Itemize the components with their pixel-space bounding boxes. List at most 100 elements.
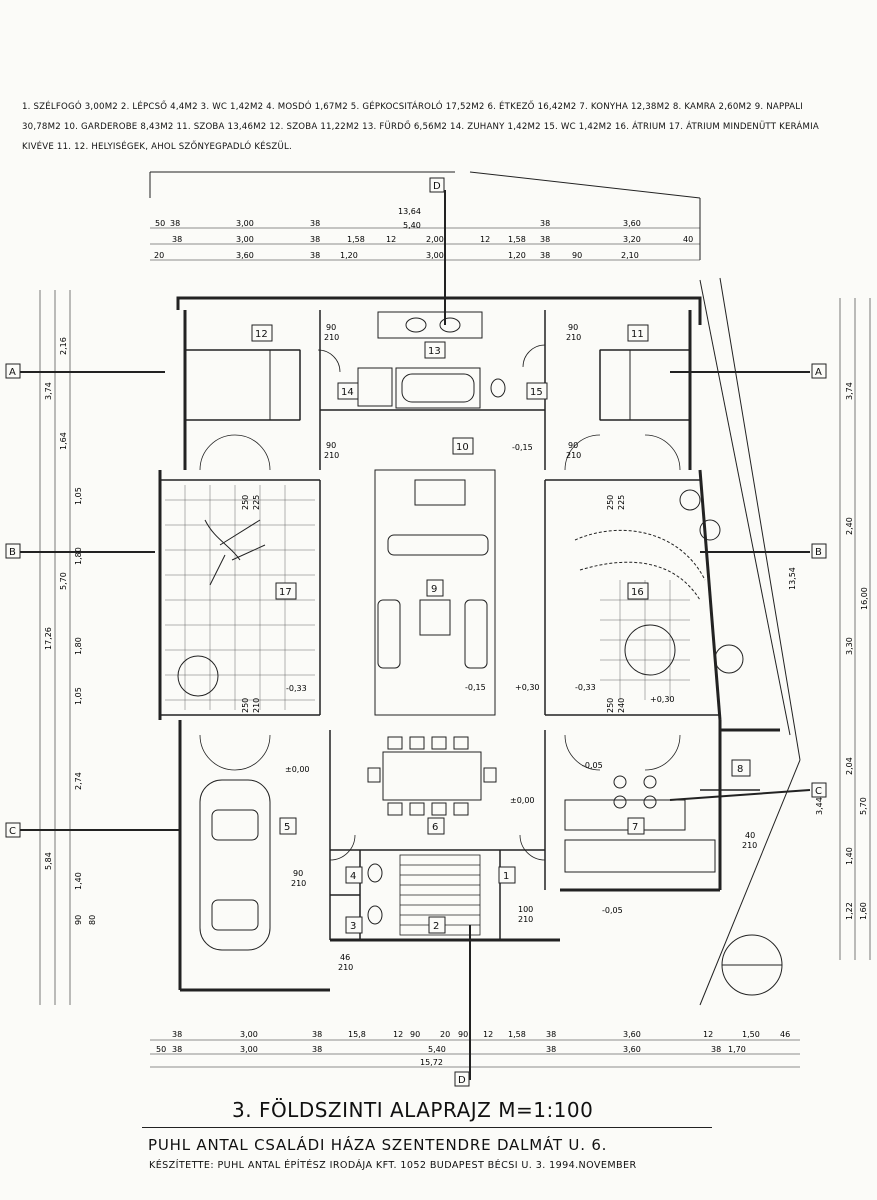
dim-top-r2: 1,58 xyxy=(508,235,526,244)
door-mark: 90 xyxy=(568,441,578,450)
dim-left: 1,05 xyxy=(74,687,83,705)
car xyxy=(199,779,271,951)
legend-line-1: 1. SZÉLFOGÓ 3,00M2 2. LÉPCSŐ 4,4M2 3. WC… xyxy=(22,102,803,112)
dim-left: 1,64 xyxy=(59,432,68,450)
wardrobe-11 xyxy=(599,349,631,421)
dim-bottom-r2: 50 xyxy=(156,1045,166,1054)
dim-left: 80 xyxy=(88,915,97,925)
dim-top-r2: 38 xyxy=(172,235,182,244)
dim-right: 1,22 xyxy=(845,902,854,920)
door-mark: 210 xyxy=(566,333,581,342)
drawing-title: 3. FÖLDSZINTI ALAPRAJZ M=1:100 xyxy=(232,1098,594,1122)
door-mark: 210 xyxy=(252,698,261,713)
dining-chairs xyxy=(367,736,497,816)
section-markers xyxy=(5,177,827,1087)
washbasin-left xyxy=(405,317,427,333)
tree-17 xyxy=(204,519,266,586)
dim-top-r3: 1,20 xyxy=(508,251,526,260)
bathtub-inner xyxy=(401,373,475,403)
dim-bottom-r1: 12 xyxy=(393,1030,403,1039)
site-line xyxy=(699,759,801,1006)
staircase xyxy=(399,854,481,936)
level-mark: -0,33 xyxy=(575,683,596,692)
exterior-walls xyxy=(158,296,780,992)
sofa-left xyxy=(377,599,401,669)
dim-top-r3: 38 xyxy=(540,251,550,260)
dim-top-r1: 38 xyxy=(310,219,320,228)
dim-bottom-r1: 12 xyxy=(703,1030,713,1039)
section-b-right: B xyxy=(815,547,822,558)
door-mark: 250 xyxy=(241,698,250,713)
door-mark: 250 xyxy=(606,495,615,510)
door-mark: 210 xyxy=(742,841,757,850)
dim-bottom-r2: 38 xyxy=(546,1045,556,1054)
toilet-15 xyxy=(490,378,506,398)
shower-tray xyxy=(357,367,393,407)
dim-top-r2: 12 xyxy=(480,235,490,244)
dim-top-r1: 38 xyxy=(170,219,180,228)
legend-line-3: KIVÉVE 11. 12. HELYISÉGEK, AHOL SZŐNYEGP… xyxy=(22,142,292,152)
room-3-label: 3 xyxy=(350,921,356,932)
dim-right: 2,04 xyxy=(845,757,854,775)
planter-17 xyxy=(177,655,219,697)
dim-top-r2: 38 xyxy=(310,235,320,244)
dim-top-r1: 3,60 xyxy=(623,219,641,228)
door-mark: 210 xyxy=(566,451,581,460)
room-14-label: 14 xyxy=(341,387,354,398)
dim-bottom-r2: 38 xyxy=(172,1045,182,1054)
dim-left: 1,80 xyxy=(74,547,83,565)
dim-bottom-r2: 3,00 xyxy=(240,1045,258,1054)
living-area xyxy=(374,469,496,716)
door-mark: 46 xyxy=(340,953,350,962)
patio-table xyxy=(624,624,676,676)
dim-bottom-r2: 1,70 xyxy=(728,1045,746,1054)
section-c-right: C xyxy=(815,786,822,797)
dim-top-r2: 40 xyxy=(683,235,693,244)
door-mark: 250 xyxy=(241,495,250,510)
door-mark: 210 xyxy=(291,879,306,888)
dim-top-r2: 38 xyxy=(540,235,550,244)
dim-left: 5,84 xyxy=(44,852,53,870)
stool xyxy=(643,795,657,809)
room-number-boxes xyxy=(251,324,751,934)
level-mark: -0,15 xyxy=(465,683,486,692)
room-1-label: 1 xyxy=(503,871,509,882)
dim-top-r2: 1,58 xyxy=(347,235,365,244)
dim-bottom-r1: 20 xyxy=(440,1030,450,1039)
section-a-right: A xyxy=(815,367,822,378)
door-mark: 210 xyxy=(518,915,533,924)
stool xyxy=(643,775,657,789)
dim-bottom-r2: 38 xyxy=(711,1045,721,1054)
room-2-label: 2 xyxy=(433,921,439,932)
dim-right: 1,40 xyxy=(845,847,854,865)
dim-right: 16,00 xyxy=(860,587,869,610)
door-mark: 90 xyxy=(568,323,578,332)
section-c-left: C xyxy=(9,826,16,837)
site-line xyxy=(469,171,701,199)
dim-bottom-r1: 3,00 xyxy=(240,1030,258,1039)
dim-top-r2: 2,00 xyxy=(426,235,444,244)
room-15-label: 15 xyxy=(530,387,543,398)
stool xyxy=(613,775,627,789)
dim-top-r3: 20 xyxy=(154,251,164,260)
dim-right: 3,30 xyxy=(845,637,854,655)
dim-left: 90 xyxy=(74,915,83,925)
section-d-bottom: D xyxy=(458,1075,466,1086)
author-line: KÉSZÍTETTE: PUHL ANTAL ÉPÍTÉSZ IRODÁJA K… xyxy=(149,1160,637,1171)
atrium-17-tiles xyxy=(165,485,315,710)
door-mark: 225 xyxy=(252,495,261,510)
level-mark: -0,33 xyxy=(286,684,307,693)
level-mark: -0,05 xyxy=(602,906,623,915)
dim-left: 1,80 xyxy=(74,637,83,655)
dim-bottom-r1: 38 xyxy=(172,1030,182,1039)
level-mark: -0,15 xyxy=(512,443,533,452)
sofa-right xyxy=(464,599,488,669)
site-line xyxy=(699,279,791,736)
dim-left: 17,26 xyxy=(44,627,53,650)
door-mark: 240 xyxy=(617,698,626,713)
section-d-top: D xyxy=(433,181,441,192)
dim-top-r3: 1,20 xyxy=(340,251,358,260)
door-mark: 210 xyxy=(324,451,339,460)
dim-top-r3: 2,10 xyxy=(621,251,639,260)
room-11-label: 11 xyxy=(631,329,644,340)
